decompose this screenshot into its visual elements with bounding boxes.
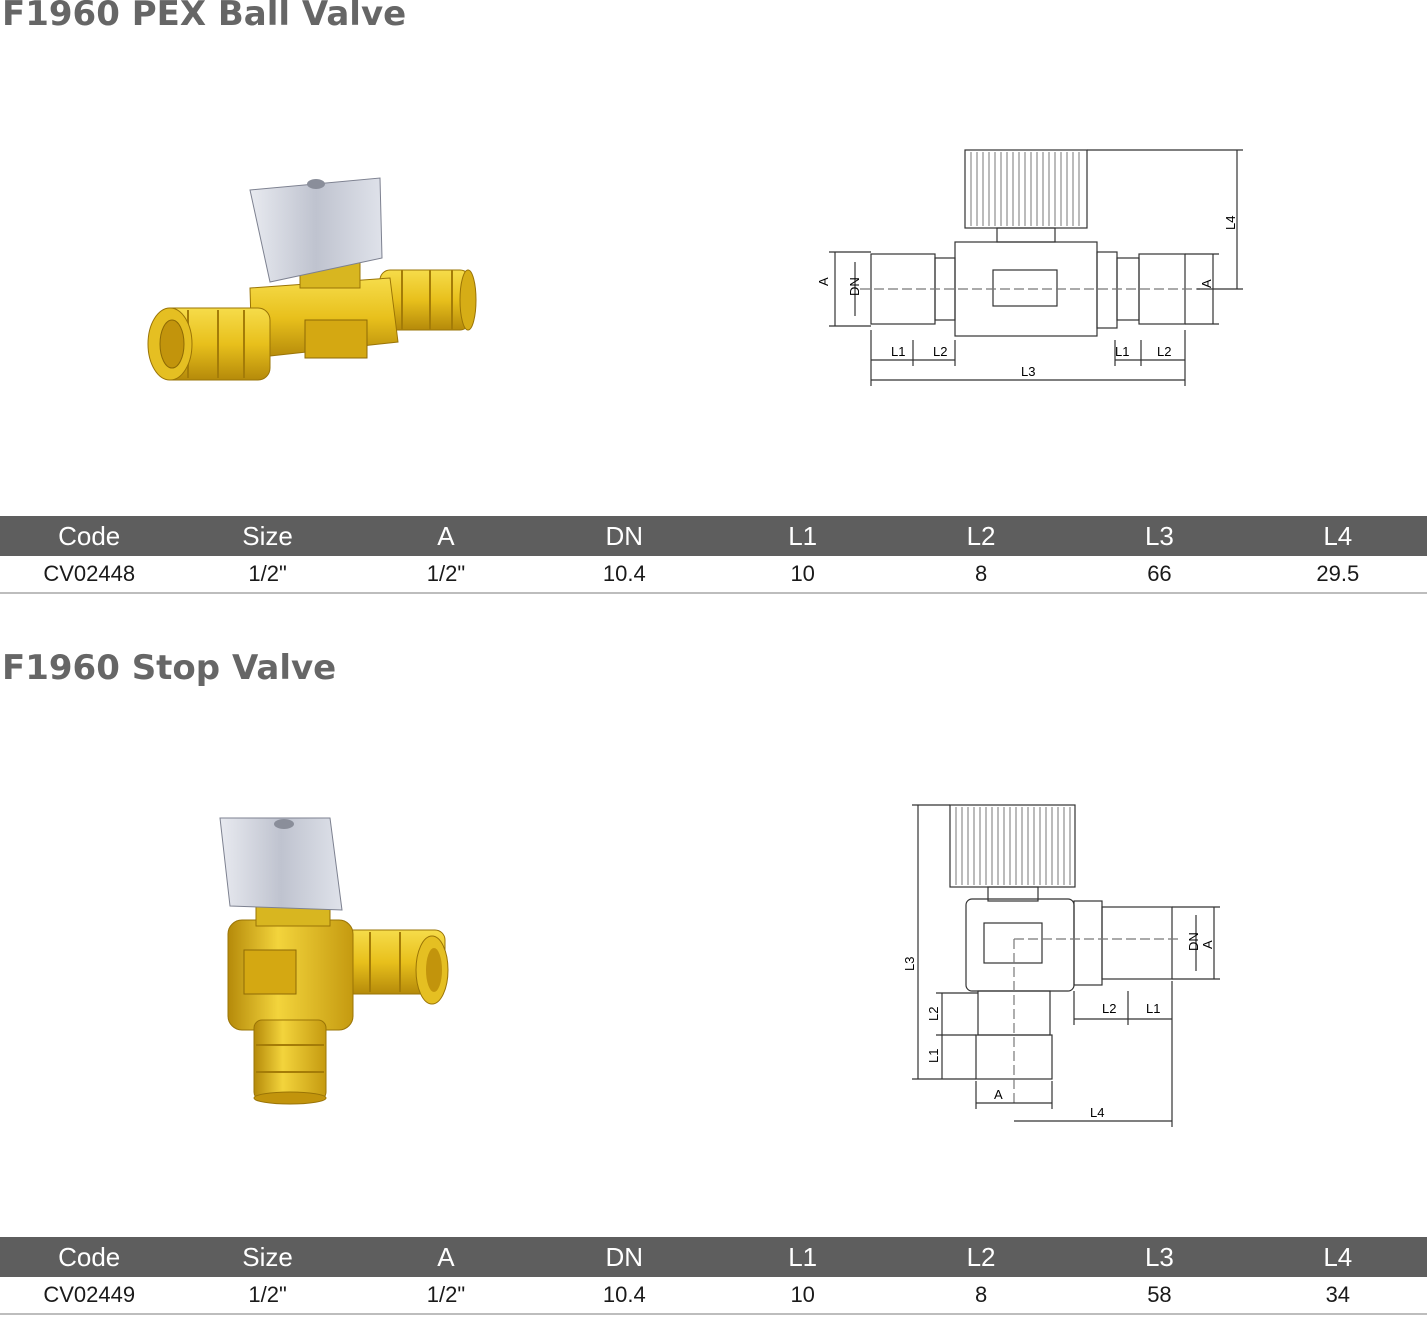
dim-label-a-left: A: [816, 277, 831, 286]
column-header: L1: [713, 516, 892, 556]
column-header: L3: [1070, 1237, 1249, 1277]
table-row: CV02448 1/2" 1/2" 10.4 10 8 66 29.5: [0, 556, 1427, 594]
valve-body: [249, 277, 399, 359]
section-title-ball-valve: F1960 PEX Ball Valve: [2, 0, 407, 34]
section-title-stop-valve: F1960 Stop Valve: [2, 648, 337, 688]
column-header: L4: [1248, 516, 1427, 556]
table-cell: 8: [891, 556, 1071, 594]
dim-label-a-bottom: A: [994, 1087, 1003, 1102]
table-header-row: Code Size A DN L1 L2 L3 L4: [0, 1237, 1427, 1277]
table-cell: 10: [713, 1277, 892, 1315]
handle-icon: [219, 817, 343, 927]
valve-body: [227, 919, 354, 1031]
spec-table-ball-valve: Code Size A DN L1 L2 L3 L4 CV02448 1/2" …: [0, 516, 1427, 594]
side-pex-tail: [339, 929, 449, 1005]
dim-label-l4: L4: [1223, 216, 1238, 230]
table-cell: CV02449: [0, 1277, 179, 1315]
column-header: DN: [535, 1237, 714, 1277]
ball-valve-drawing: A DN L1 L2 L1 L2 L3 L4 A: [816, 149, 1243, 386]
table-cell: 66: [1070, 556, 1249, 594]
dim-label-l2-right: L2: [1102, 1001, 1116, 1016]
dim-label-l2-left: L2: [926, 1007, 941, 1021]
handle-icon: [249, 177, 383, 289]
left-pex-tail: [147, 307, 271, 381]
table-cell: 1/2": [178, 1277, 357, 1315]
table-cell: 8: [891, 1277, 1071, 1315]
dim-label-l1-right: L1: [1146, 1001, 1160, 1016]
stop-valve-drawing: L3 L2 L1 A L4 L2 L1 DN A: [902, 804, 1220, 1127]
dim-label-dn: DN: [1186, 932, 1201, 951]
table-header-row: Code Size A DN L1 L2 L3 L4: [0, 516, 1427, 556]
column-header: A: [356, 516, 536, 556]
right-pex-tail: [379, 269, 477, 331]
stop-valve-photo: [219, 817, 449, 1105]
dim-label-l1-left: L1: [926, 1049, 941, 1063]
bottom-pex-tail: [253, 1019, 327, 1105]
column-header: L1: [713, 1237, 892, 1277]
dim-label-a-right: A: [1200, 940, 1215, 949]
dim-label-l4: L4: [1090, 1105, 1104, 1120]
spec-table-stop-valve: Code Size A DN L1 L2 L3 L4 CV02449 1/2" …: [0, 1237, 1427, 1315]
table-cell: 58: [1070, 1277, 1249, 1315]
column-header: Code: [0, 516, 179, 556]
table-cell: 34: [1248, 1277, 1427, 1315]
dim-label-l1-left: L1: [891, 344, 905, 359]
dim-label-l3: L3: [902, 957, 917, 971]
column-header: L2: [891, 1237, 1071, 1277]
dim-label-a-right: A: [1199, 279, 1214, 288]
column-header: L4: [1248, 1237, 1427, 1277]
table-cell: 1/2": [178, 556, 357, 594]
table-cell: 29.5: [1248, 556, 1427, 594]
table-cell: 10: [713, 556, 892, 594]
ball-valve-photo: [147, 177, 477, 381]
column-header: Size: [178, 1237, 357, 1277]
table-row: CV02449 1/2" 1/2" 10.4 10 8 58 34: [0, 1277, 1427, 1315]
dim-label-l2-left: L2: [933, 344, 947, 359]
dim-label-l2-right: L2: [1157, 344, 1171, 359]
column-header: Code: [0, 1237, 179, 1277]
table-cell: CV02448: [0, 556, 179, 594]
column-header: Size: [178, 516, 357, 556]
table-cell: 1/2": [356, 1277, 536, 1315]
column-header: DN: [535, 516, 714, 556]
dim-label-dn: DN: [847, 277, 862, 296]
table-cell: 1/2": [356, 556, 536, 594]
column-header: L3: [1070, 516, 1249, 556]
dim-label-l1-right: L1: [1115, 344, 1129, 359]
table-cell: 10.4: [535, 1277, 714, 1315]
column-header: A: [356, 1237, 536, 1277]
column-header: L2: [891, 516, 1071, 556]
table-cell: 10.4: [535, 556, 714, 594]
dim-label-l3: L3: [1021, 364, 1035, 379]
